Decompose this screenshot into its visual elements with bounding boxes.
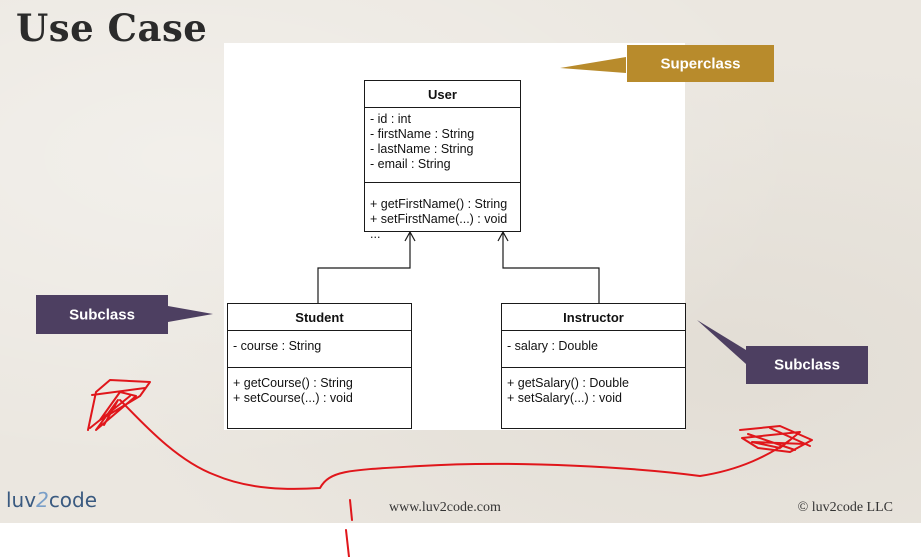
- slide: Use Case User - id : int - firstName : S…: [0, 0, 921, 523]
- student-arrowhead: [404, 230, 416, 242]
- subclass-right-callout-pointer: [697, 320, 746, 364]
- method: + getCourse() : String: [233, 376, 353, 390]
- instructor-class-box: Instructor - salary : Double + getSalary…: [501, 303, 686, 429]
- slide-title: Use Case: [16, 6, 208, 50]
- instructor-inheritance-line: [502, 233, 600, 303]
- callout-label: Superclass: [660, 55, 741, 72]
- attribute-list: - course : String: [228, 331, 411, 368]
- callout-label: Subclass: [774, 356, 840, 374]
- luv2code-logo: luv2code: [6, 488, 97, 512]
- student-inheritance-line: [317, 233, 411, 303]
- logo-text-left: luv: [6, 488, 37, 512]
- attribute: - id : int: [370, 112, 411, 126]
- user-class-box: User - id : int - firstName : String - l…: [364, 80, 521, 241]
- method: + setSalary(...) : void: [507, 391, 622, 405]
- copyright-notice: © luv2code LLC: [797, 500, 893, 515]
- class-name: User: [365, 81, 520, 108]
- subclass-left-callout-pointer: [168, 306, 213, 322]
- superclass-callout: Superclass: [627, 45, 774, 82]
- class-name: Instructor: [502, 304, 685, 331]
- method: + setCourse(...) : void: [233, 391, 353, 405]
- attribute: - firstName : String: [370, 127, 475, 141]
- method-list: + getSalary() : Double + setSalary(...) …: [502, 368, 685, 410]
- method: ...: [370, 227, 381, 241]
- superclass-callout-pointer: [560, 57, 626, 73]
- method: + setFirstName(...) : void: [370, 212, 508, 226]
- inheritance-connectors: [168, 57, 746, 364]
- attribute: - lastName : String: [370, 142, 474, 156]
- method-list: + getFirstName() : String + setFirstName…: [365, 183, 520, 246]
- attribute-list: - salary : Double: [502, 331, 685, 368]
- subclass-callout-right: Subclass: [746, 346, 868, 384]
- method-list: + getCourse() : String + setCourse(...) …: [228, 368, 411, 410]
- callout-label: Subclass: [69, 306, 135, 323]
- attribute: - salary : Double: [507, 339, 599, 353]
- instructor-arrowhead: [497, 230, 509, 242]
- method: + getSalary() : Double: [507, 376, 629, 390]
- method: + getFirstName() : String: [370, 197, 508, 211]
- attribute: - course : String: [233, 339, 322, 353]
- footer-url: www.luv2code.com: [389, 500, 501, 515]
- student-class-box: Student - course : String + getCourse() …: [227, 303, 412, 429]
- subclass-callout-left: Subclass: [36, 295, 168, 334]
- logo-text-right: code: [48, 488, 98, 512]
- attribute: - email : String: [370, 157, 451, 171]
- attribute-list: - id : int - firstName : String - lastNa…: [365, 108, 520, 183]
- class-name: Student: [228, 304, 411, 331]
- logo-text-mid: 2: [36, 488, 49, 512]
